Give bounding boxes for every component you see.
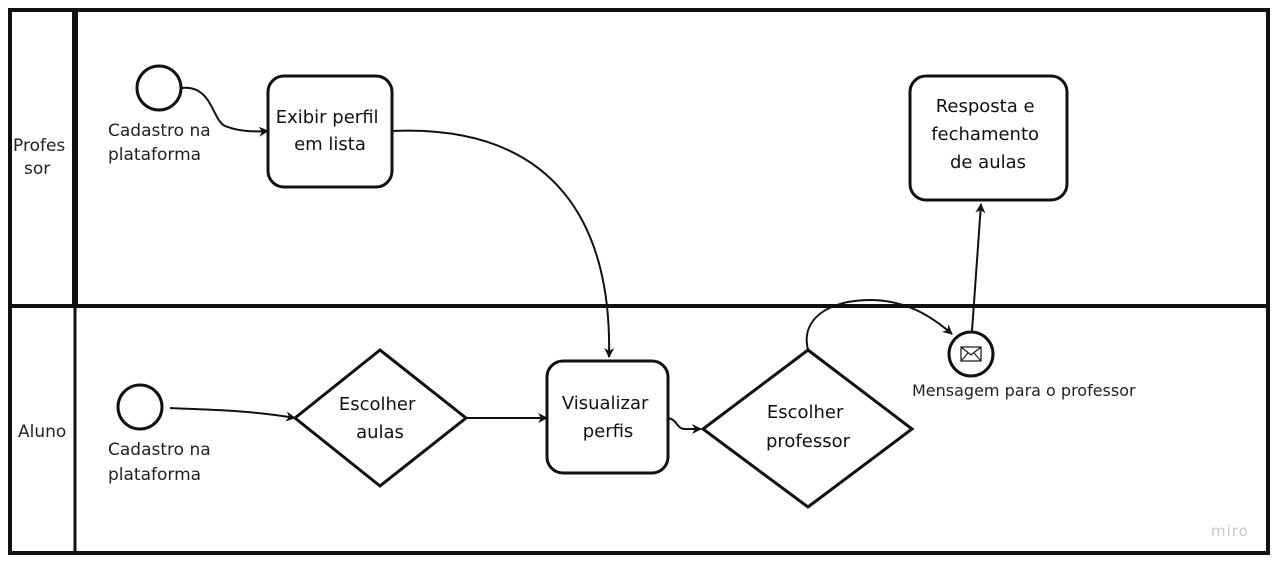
task-label-line: Exibir perfil [276,107,379,128]
start-event-aluno-label: Cadastro na plataforma [108,440,216,485]
start-event-professor-label: Cadastro na plataforma [108,121,216,165]
lane-label-professor-line: sor [24,159,50,179]
task-label-line: de aulas [950,152,1026,173]
gateway-diamond [700,348,915,509]
task-label-line: fechamento [931,124,1039,145]
connectors [169,86,986,434]
gateway-label-line: professor [766,431,851,452]
gateway-escolher-professor: Escolher professor [700,348,915,509]
start-event-professor: Cadastro na plataforma [108,64,216,165]
pool [8,8,1270,555]
task-label-line: Resposta e [936,96,1035,117]
task-label-line: Visualizar [562,393,649,414]
flow-visualizar-to-escolher-professor [667,417,702,434]
envelope-icon [960,346,982,362]
task-visualizar-perfis: Visualizar perfis [545,359,670,475]
start-event-circle [135,64,183,112]
lane-label-aluno-line: Aluno [18,422,66,442]
task-resposta-label: Resposta e fechamento de aulas [931,96,1045,173]
flow-escolher-professor-to-mensagem [805,298,953,351]
start-event-label-line: Cadastro na [108,121,211,141]
task-label-line: perfis [583,421,634,442]
pool-border [8,8,1270,555]
task-box [908,74,1069,202]
gateway-escolher-aulas-label: Escolher aulas [339,394,421,443]
flow-mensagem-to-resposta [971,203,986,332]
gateway-label-line: Escolher [339,394,416,415]
flow-exibir-to-visualizar [391,129,615,358]
task-exibir-perfil: Exibir perfil em lista [266,74,394,189]
start-event-aluno: Cadastro na plataforma [108,383,216,485]
task-box [545,359,670,475]
task-exibir-perfil-label: Exibir perfil em lista [276,107,385,155]
start-event-label-line: plataforma [108,145,201,165]
gateway-label-line: Escolher [767,402,844,423]
start-event-label-line: Cadastro na [108,440,211,460]
task-label-line: em lista [294,134,366,155]
miro-watermark: miro [1211,522,1249,540]
start-event-label-line: plataforma [108,465,201,485]
lane-label-professor: Profes sor [13,136,71,179]
gateway-escolher-aulas: Escolher aulas [292,348,469,488]
flow-start-professor-to-exibir [180,86,269,137]
task-box [266,74,394,189]
flow-start-aluno-to-escolher-aulas [169,407,296,422]
gateway-label-line: aulas [356,422,404,443]
gateway-diamond [292,348,469,488]
lane-label-aluno: Aluno [18,422,66,442]
gateway-escolher-professor-label: Escolher professor [766,402,851,452]
task-visualizar-label: Visualizar perfis [562,393,654,442]
lane-label-professor-line: Profes [13,136,65,156]
start-event-circle [116,383,164,431]
task-resposta-fechamento: Resposta e fechamento de aulas [908,74,1069,202]
message-event: Mensagem para o professor [912,330,1136,400]
message-event-label: Mensagem para o professor [912,381,1136,400]
